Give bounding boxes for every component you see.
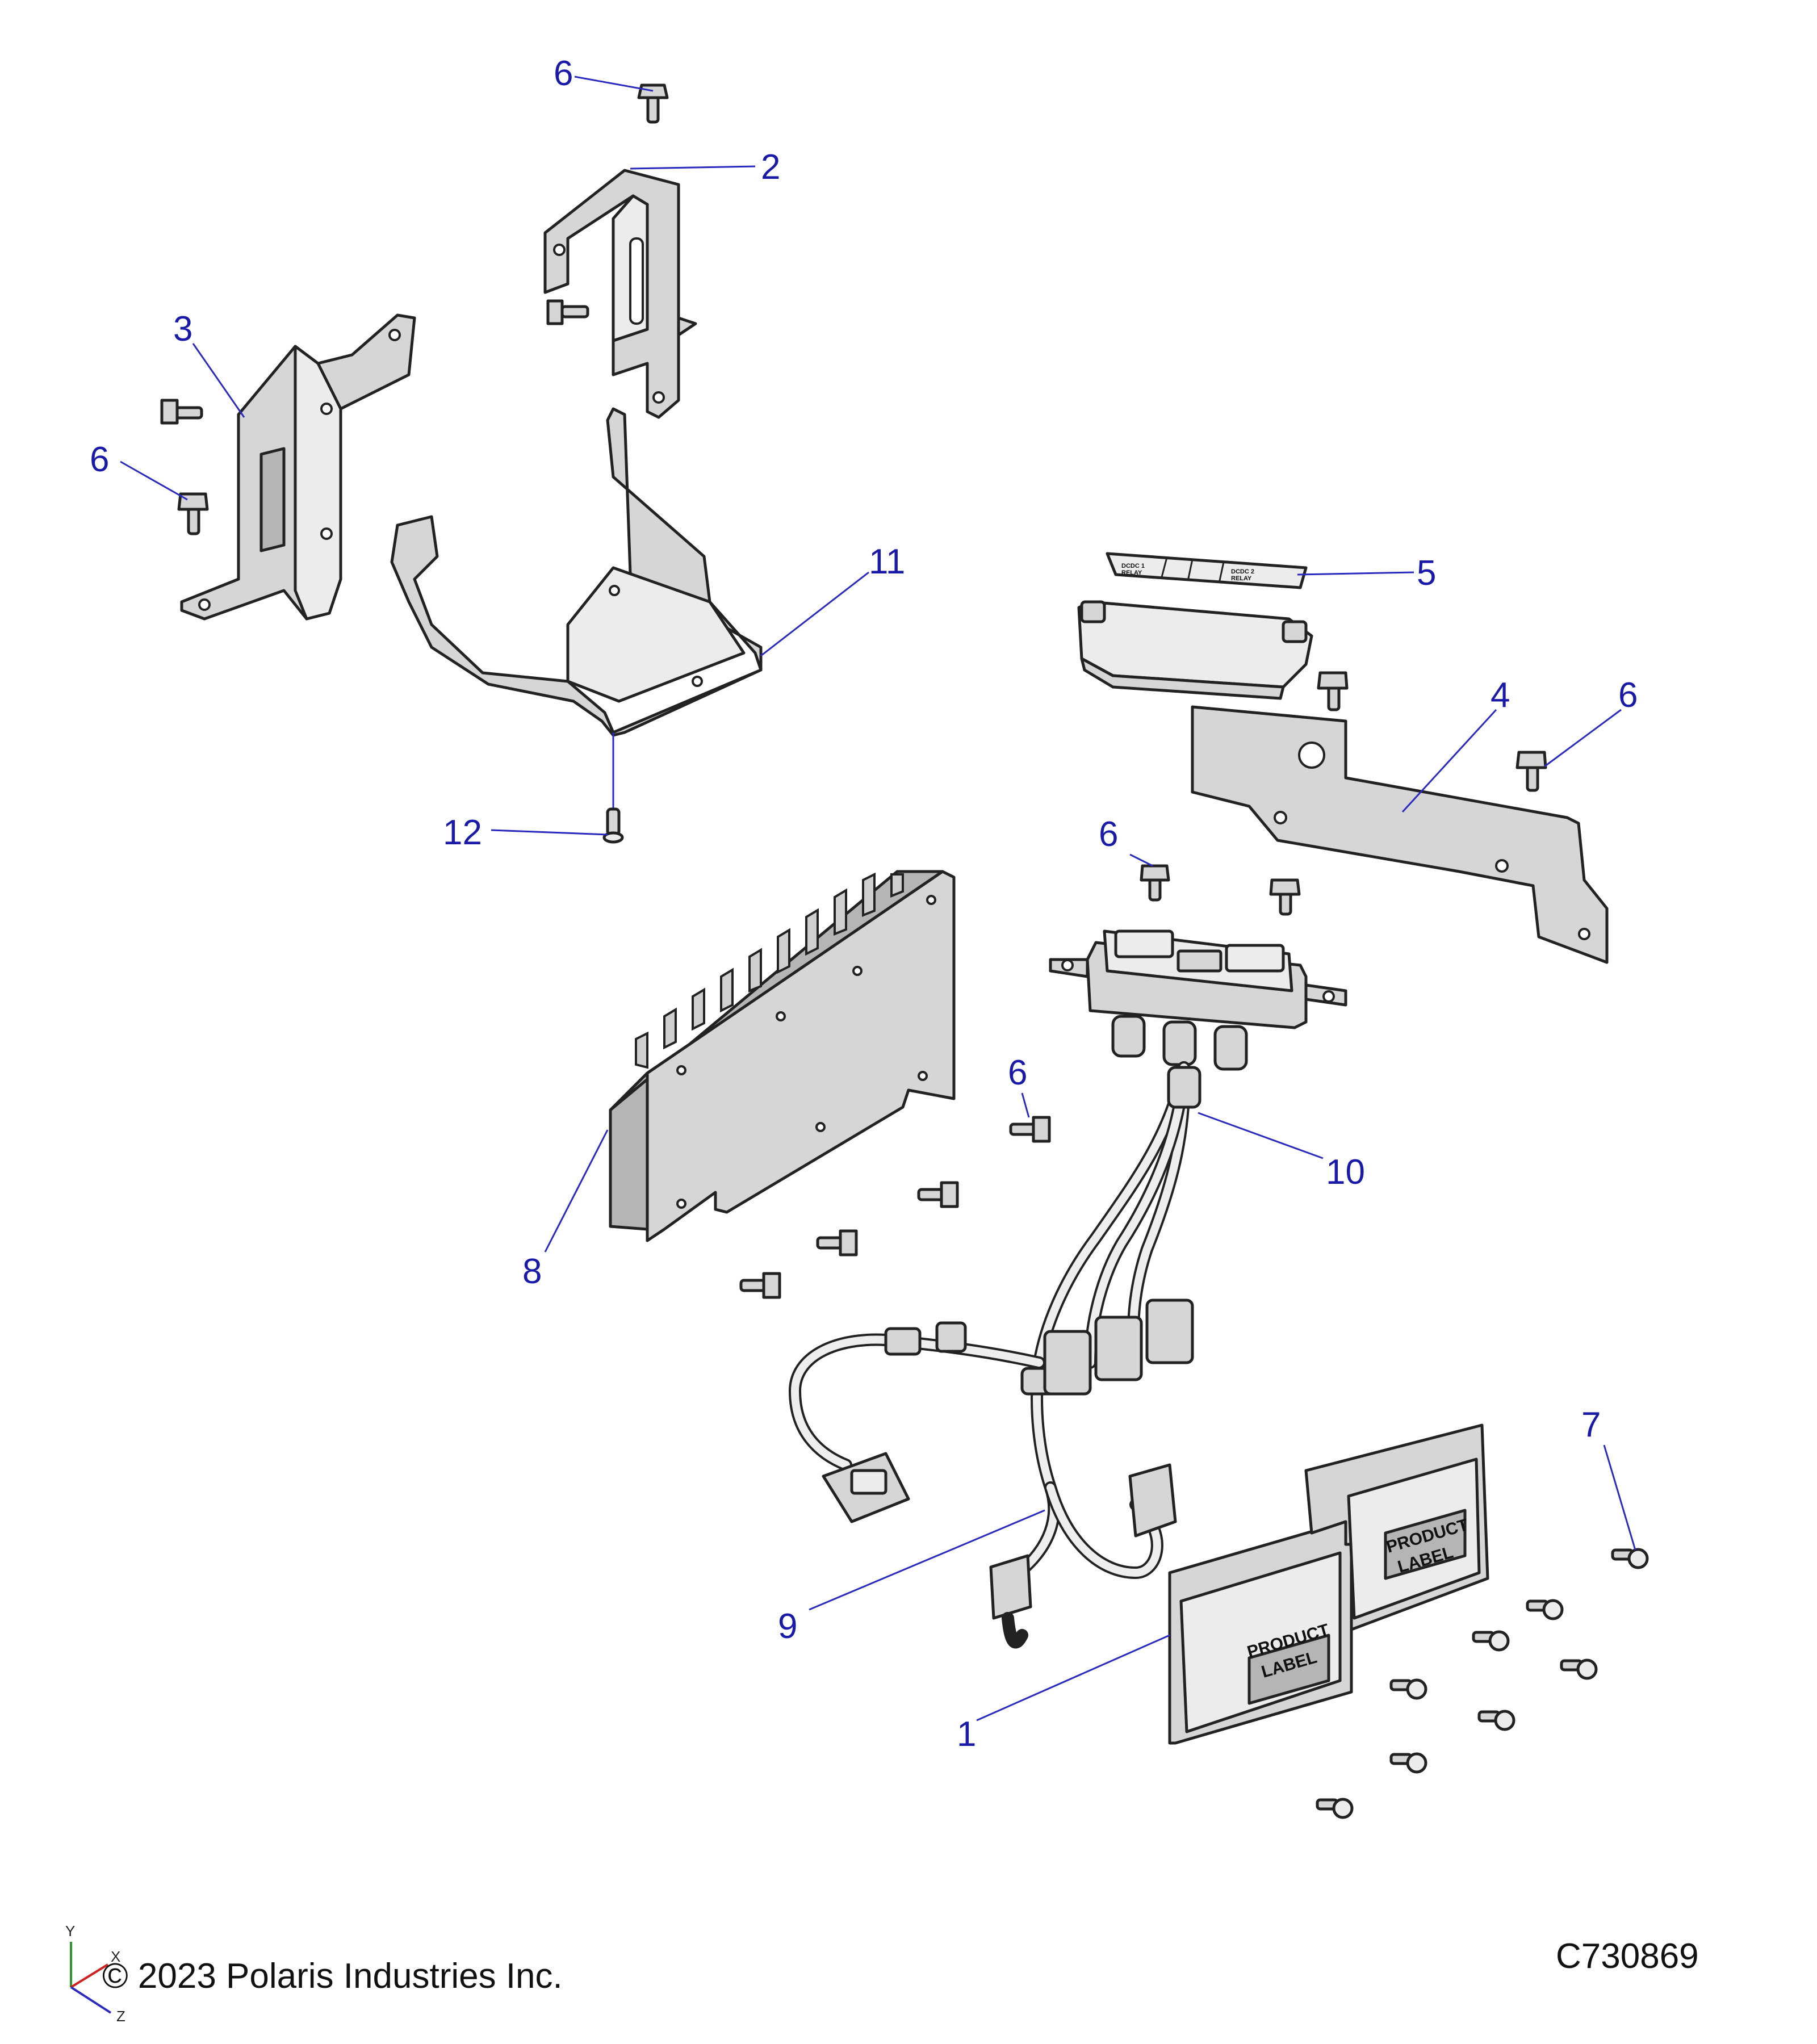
heat-sink-fins [635, 872, 904, 1069]
bolt-mid-1 [1009, 1116, 1051, 1143]
converter-part-8 [609, 870, 956, 1242]
callout-11: 11 [869, 542, 905, 581]
tray-part-11 [390, 407, 763, 737]
callout-6-top: 6 [554, 54, 573, 93]
bolt-fusebox-right [1269, 878, 1301, 916]
callout-6-left: 6 [90, 440, 109, 479]
axis-x-label: X [111, 1948, 120, 1965]
wiring-harness-parts-9-10 [788, 1061, 1201, 1649]
callout-6-right: 6 [1618, 676, 1638, 715]
bolt-small-5 [1477, 1710, 1515, 1731]
copyright-text: © 2023 Polaris Industries Inc. [102, 1957, 563, 1996]
callout-3: 3 [173, 309, 192, 349]
bolt-mid-4 [739, 1272, 781, 1299]
axis-triad: Y X Z [65, 1922, 125, 2025]
callout-6-mid: 6 [1099, 815, 1118, 854]
bolt-relay [1317, 671, 1349, 711]
drawing-number: C730869 [1556, 1937, 1699, 1976]
bolt-small-3 [1560, 1658, 1598, 1680]
bolt-fusebox-left [1140, 864, 1170, 902]
callout-1: 1 [957, 1715, 976, 1754]
callout-7: 7 [1581, 1405, 1601, 1444]
bolt-top [637, 83, 669, 124]
relay-label-part-5: DCDC 1 RELAY DCDC 2 RELAY [1106, 552, 1308, 589]
bolt-part-7 [1611, 1548, 1649, 1569]
callout-6-lower: 6 [1008, 1053, 1027, 1092]
axis-y-label: Y [65, 1922, 75, 1940]
callout-numbers: 6 2 3 6 11 12 5 4 6 6 6 10 8 9 1 7 [90, 54, 1638, 1754]
callout-8: 8 [522, 1252, 542, 1291]
bracket-part-2 [543, 169, 697, 419]
callout-10: 10 [1326, 1153, 1365, 1192]
bolt-part-4 [1515, 751, 1547, 792]
relay-label-b-text-2: RELAY [1231, 575, 1252, 582]
leader-lines [120, 76, 1636, 1722]
relay-label-text-1: DCDC 1 [1121, 563, 1145, 569]
control-modules-part-1: PRODUCT LABEL PRODUCT LABEL [1168, 1423, 1489, 1745]
bolt-bracket-2 [546, 299, 589, 325]
callout-2: 2 [761, 148, 780, 187]
relay-label-text-2: RELAY [1121, 569, 1142, 576]
bolt-small-2 [1472, 1630, 1510, 1652]
bolt-small-1 [1526, 1599, 1564, 1620]
relay-housing [1077, 600, 1313, 700]
callout-9: 9 [778, 1607, 797, 1646]
relay-bracket-part-4 [1191, 705, 1609, 964]
relay-label-b-text-1: DCDC 2 [1231, 568, 1254, 575]
bolt-small-7 [1316, 1798, 1354, 1819]
axis-z-label: Z [116, 2008, 125, 2025]
bolt-bracket-3-lower [177, 492, 209, 535]
callout-12: 12 [443, 813, 482, 852]
bolt-small-4 [1389, 1678, 1427, 1700]
bolt-small-6 [1389, 1752, 1427, 1774]
bolt-mid-3 [816, 1229, 858, 1256]
fuse-relay-box [1049, 929, 1347, 1071]
bolt-bracket-3-upper [160, 399, 203, 425]
callout-5: 5 [1417, 554, 1436, 593]
callout-4: 4 [1491, 676, 1510, 715]
screw-part-12 [602, 807, 624, 844]
bolt-mid-2 [917, 1181, 959, 1208]
bracket-part-3 [180, 313, 416, 621]
